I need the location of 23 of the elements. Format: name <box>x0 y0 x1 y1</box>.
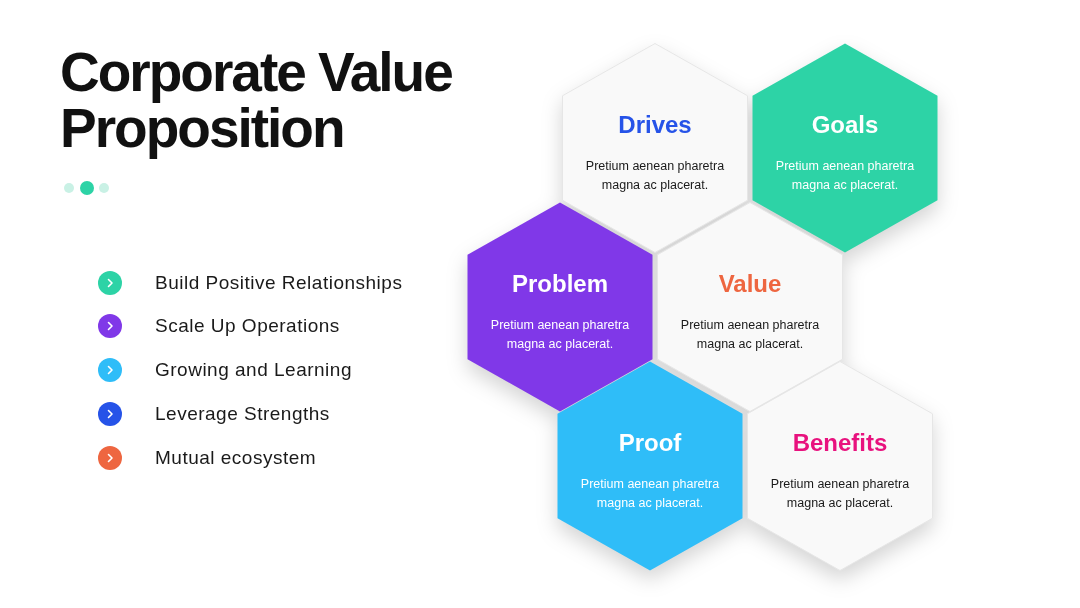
hexagon-text: Pretium aenean pharetra magna ac placerat. <box>579 476 721 512</box>
list-item-text: Growing and Learning <box>155 359 352 381</box>
hexagon-heading: Proof <box>617 428 683 458</box>
hexagon <box>556 360 744 572</box>
list-item-text: Build Positive Relationships <box>155 272 403 294</box>
hexagon <box>751 42 939 254</box>
hexagon-heading: Drives <box>617 110 693 140</box>
hexagon <box>466 201 654 413</box>
hexagon-heading: Benefits <box>791 428 889 458</box>
hexagon-text: Pretium aenean pharetra magna ac placerat. <box>769 476 911 512</box>
list-item-text: Leverage Strengths <box>155 403 330 425</box>
hexagon-text: Pretium aenean pharetra magna ac placerat. <box>584 158 726 194</box>
hexagon <box>746 360 934 572</box>
hexagon-heading: Value <box>717 269 783 299</box>
hexagon-text: Pretium aenean pharetra magna ac placerat. <box>679 317 821 353</box>
hexagon-text: Pretium aenean pharetra magna ac placerat. <box>774 158 916 194</box>
hexagon <box>561 42 749 254</box>
hexagon <box>656 201 844 413</box>
list-item-text: Scale Up Operations <box>155 315 340 337</box>
hexagon-heading: Problem <box>511 269 609 299</box>
hexagon-text: Pretium aenean pharetra magna ac placerat. <box>489 317 631 353</box>
list-item-text: Mutual ecosystem <box>155 447 317 469</box>
hexagon-heading: Goals <box>810 110 880 140</box>
